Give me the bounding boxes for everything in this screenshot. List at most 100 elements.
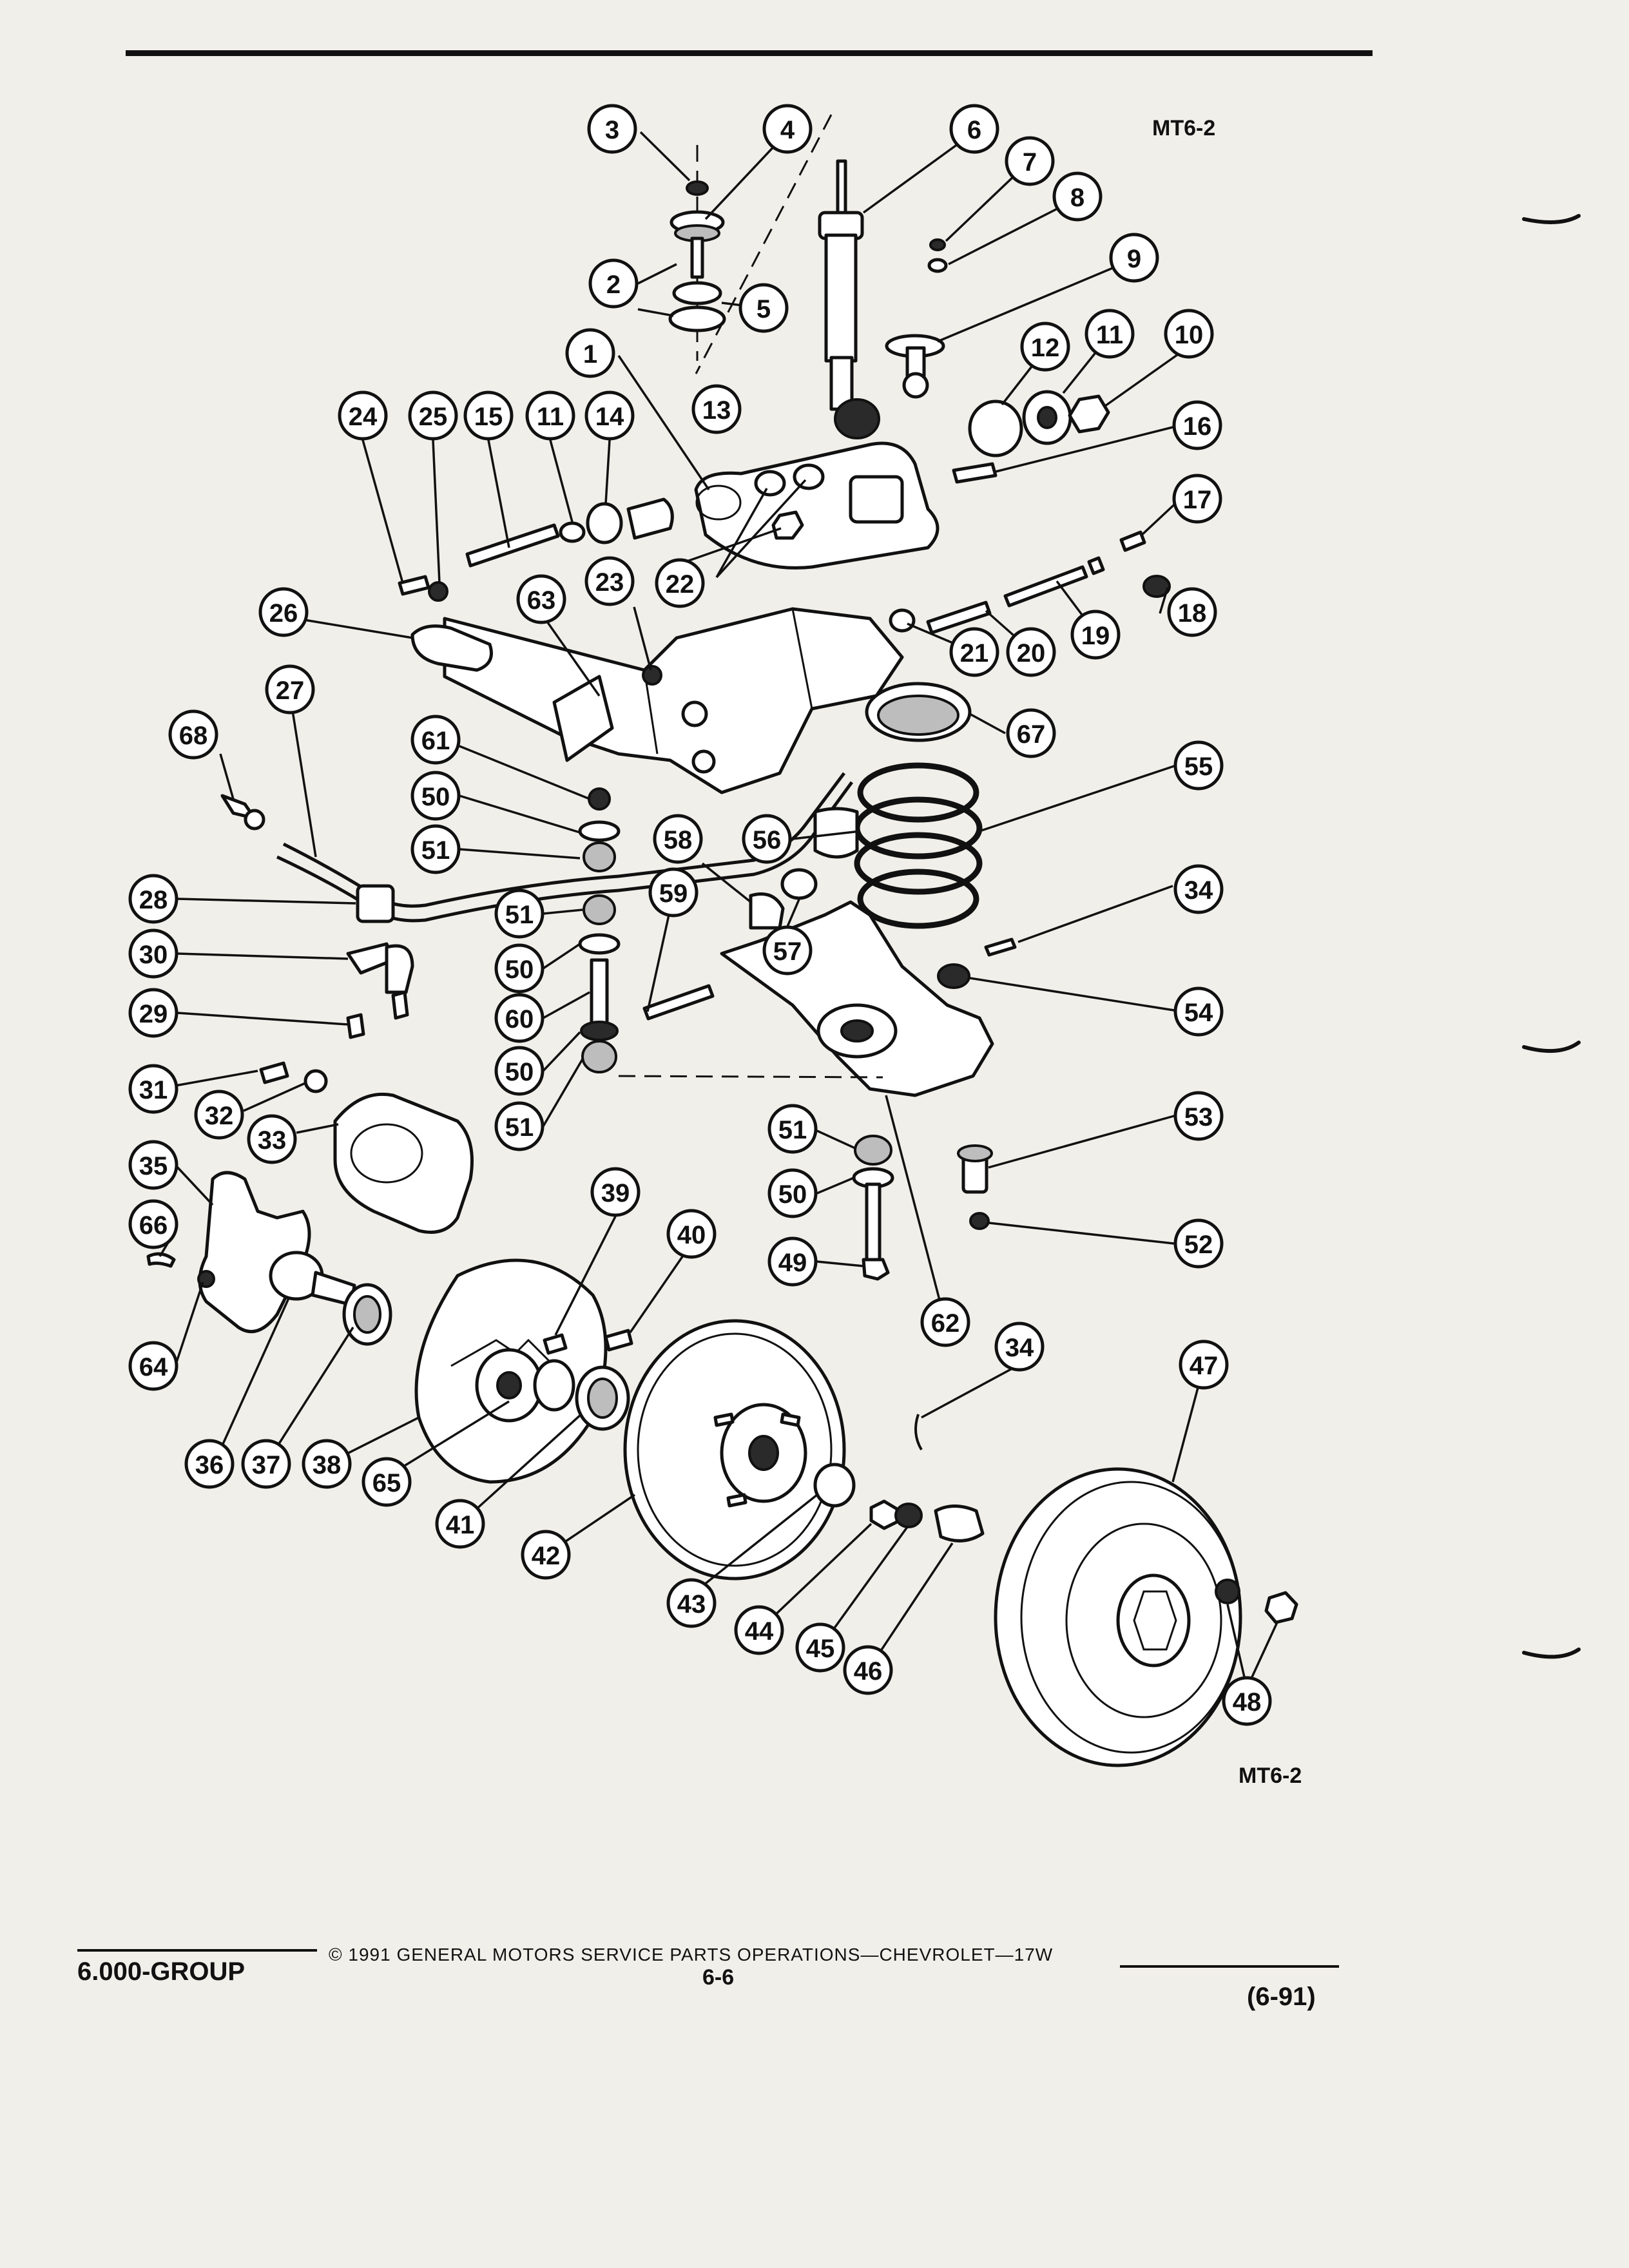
callout-13: 13	[691, 384, 742, 434]
callout-50a: 50	[410, 771, 461, 821]
callout-51c: 51	[494, 1101, 545, 1151]
callout-bubble	[128, 928, 178, 979]
callout-bubble	[565, 328, 615, 378]
callout-bubble	[949, 627, 999, 677]
callout-26: 26	[258, 587, 309, 637]
callout-number: 36	[195, 1451, 224, 1479]
callout-25: 25	[408, 390, 458, 441]
callout-bubble	[1109, 233, 1159, 283]
hub-seals	[533, 1329, 633, 1431]
callout-bubble	[194, 1090, 244, 1140]
callout-bubble	[767, 1104, 818, 1154]
callout-bubble	[1173, 864, 1224, 914]
callout-bubble	[494, 943, 545, 994]
bolt-68	[220, 794, 265, 831]
callout-number: 8	[1070, 184, 1084, 212]
callout-number: 21	[960, 639, 989, 668]
callout-bubble	[1006, 627, 1056, 677]
callout-bubble	[738, 283, 789, 333]
callout-34a: 34	[1173, 864, 1224, 914]
callout-number: 19	[1081, 622, 1110, 650]
callout-number: 41	[446, 1511, 475, 1539]
callout-43: 43	[666, 1578, 717, 1628]
callout-bubble	[1172, 474, 1222, 524]
footer: 6.000-GROUP © 1991 GENERAL MOTORS SERVIC…	[77, 1945, 1339, 2011]
callout-number: 54	[1184, 999, 1213, 1027]
callout-number: 4	[780, 116, 795, 144]
callout-number: 56	[753, 826, 782, 854]
callout-34b: 34	[994, 1321, 1045, 1372]
frame-crossmember	[410, 607, 904, 794]
callout-10: 10	[1164, 309, 1214, 359]
callout-bubble	[1070, 610, 1121, 660]
callout-bubble	[516, 574, 566, 624]
callout-50d: 50	[767, 1168, 818, 1218]
callout-number: 64	[139, 1353, 168, 1381]
callout-number: 12	[1031, 334, 1060, 362]
callout-20: 20	[1006, 627, 1056, 677]
callout-number: 66	[139, 1211, 168, 1240]
callout-35: 35	[128, 1140, 178, 1190]
callout-62: 62	[920, 1297, 970, 1347]
callout-number: 26	[269, 599, 298, 628]
callout-bubble	[1020, 322, 1070, 372]
callout-24: 24	[338, 390, 388, 441]
footer-rule-right	[1120, 1965, 1339, 1968]
suspension-illustration	[146, 114, 1298, 1767]
callout-bubble	[168, 709, 218, 760]
callout-bubble	[1005, 136, 1055, 186]
callout-7: 7	[1005, 136, 1055, 186]
stabilizer-link-stack	[578, 787, 621, 1073]
callout-number: 9	[1127, 245, 1141, 273]
callout-bubble	[302, 1439, 352, 1489]
callout-53: 53	[1173, 1091, 1224, 1141]
callout-14: 14	[584, 390, 635, 441]
long-bolt-and-nut	[889, 530, 1171, 635]
stabilizer-bushing-clamp	[346, 884, 414, 1039]
callout-number: 34	[1005, 1334, 1034, 1362]
callout-bubble	[1222, 1676, 1272, 1726]
callout-67: 67	[1006, 708, 1056, 758]
callout-17: 17	[1172, 474, 1222, 524]
callout-number: 39	[601, 1179, 630, 1207]
callout-bubble	[408, 390, 458, 441]
callout-number: 61	[421, 727, 450, 755]
callout-number: 7	[1023, 148, 1037, 177]
callout-bubble	[1006, 708, 1056, 758]
callout-63: 63	[516, 574, 566, 624]
callout-55: 55	[1173, 740, 1224, 791]
callout-number: 48	[1233, 1688, 1262, 1716]
callout-bubble	[1173, 1091, 1224, 1141]
callout-bubble	[1052, 171, 1103, 222]
callout-32: 32	[194, 1090, 244, 1140]
callout-number: 44	[745, 1617, 774, 1646]
callout-bubble	[762, 925, 813, 975]
upper-arm-bushings	[952, 390, 1110, 484]
callout-bubble	[463, 390, 514, 441]
callout-21: 21	[949, 627, 999, 677]
callout-number: 28	[139, 886, 168, 914]
callout-57: 57	[762, 925, 813, 975]
callout-56: 56	[742, 814, 792, 864]
callout-number: 40	[677, 1221, 706, 1249]
callout-9: 9	[1109, 233, 1159, 283]
callout-bubble	[653, 814, 703, 864]
callout-44: 44	[734, 1605, 784, 1655]
callout-bubble	[1179, 1340, 1229, 1390]
callout-bubble	[410, 715, 461, 765]
callout-bubble	[648, 867, 699, 918]
callout-bubble	[767, 1236, 818, 1287]
callout-39: 39	[590, 1167, 641, 1217]
callout-33: 33	[247, 1114, 297, 1164]
callout-46: 46	[843, 1645, 893, 1695]
callout-number: 1	[583, 340, 597, 369]
callout-bubble	[241, 1439, 291, 1489]
callout-number: 38	[313, 1451, 342, 1479]
callout-number: 52	[1184, 1231, 1213, 1259]
callout-bubble	[494, 1101, 545, 1151]
callout-bubble	[666, 1209, 717, 1259]
callout-number: 51	[505, 901, 534, 929]
callout-number: 55	[1184, 753, 1213, 781]
callout-66: 66	[128, 1199, 178, 1249]
